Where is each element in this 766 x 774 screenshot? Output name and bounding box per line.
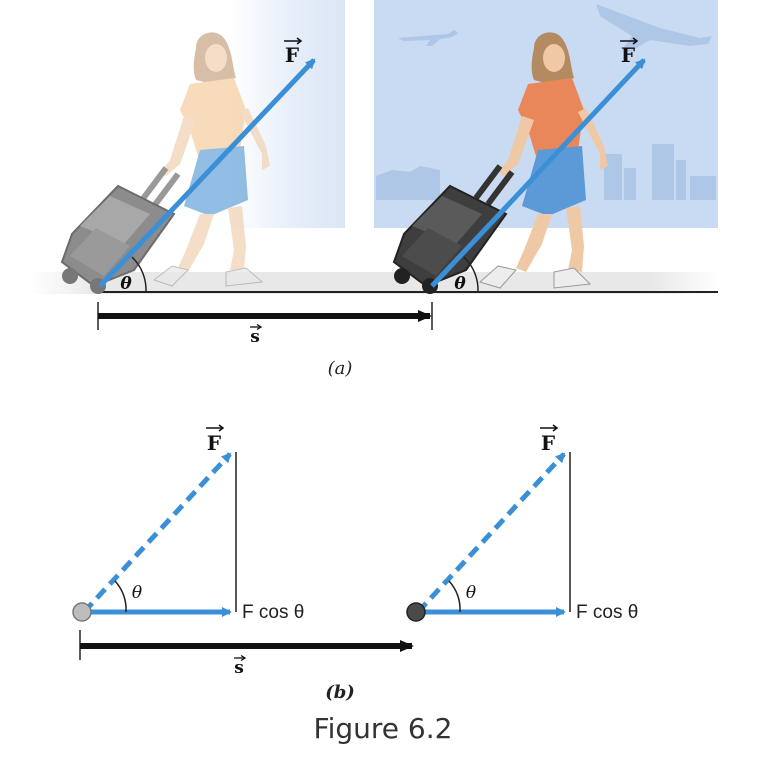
object-dot-right (406, 602, 426, 622)
angle-label-a-left: θ (120, 274, 132, 294)
svg-text:F: F (285, 43, 299, 67)
svg-text:F: F (207, 431, 221, 455)
airplane-icon (398, 4, 712, 52)
displacement-label-a: s (250, 323, 263, 347)
component-label-right: F cos θ (576, 602, 638, 623)
luggage-left (60, 166, 181, 294)
angle-arc-b-right (448, 580, 461, 613)
force-label-b-right: F (540, 424, 559, 455)
force-arrow-right (430, 58, 646, 288)
angle-arc-b-left (114, 580, 127, 613)
city-skyline (376, 144, 716, 200)
sublabel-a: (a) (328, 358, 353, 379)
force-label-a-right: F (620, 37, 639, 67)
woman-right (478, 32, 608, 289)
force-label-a-left: F (284, 37, 303, 67)
svg-text:F: F (621, 43, 635, 67)
angle-label-b-left: θ (132, 583, 142, 603)
force-label-b-left: F (206, 424, 225, 455)
svg-text:s: s (250, 327, 260, 347)
svg-text:F: F (541, 431, 555, 455)
panel-b (72, 452, 571, 660)
angle-arc-left (131, 256, 147, 293)
sublabel-b: (b) (325, 682, 355, 703)
svg-text:s: s (234, 658, 244, 678)
angle-label-a-right: θ (454, 274, 466, 294)
luggage-right (392, 164, 515, 294)
panel-a (30, 0, 720, 330)
woman-left (152, 32, 270, 287)
angle-arc-right (463, 256, 479, 293)
force-arrow-left (98, 58, 316, 288)
displacement-label-b: s (234, 654, 247, 678)
force-dashed-arrow-right (416, 452, 566, 614)
component-label-left: F cos θ (242, 602, 304, 623)
object-dot-left (72, 602, 92, 622)
figure-caption: Figure 6.2 (313, 712, 453, 745)
floor-shadow (30, 272, 720, 294)
angle-label-b-right: θ (466, 583, 476, 603)
force-dashed-arrow-left (82, 452, 232, 614)
